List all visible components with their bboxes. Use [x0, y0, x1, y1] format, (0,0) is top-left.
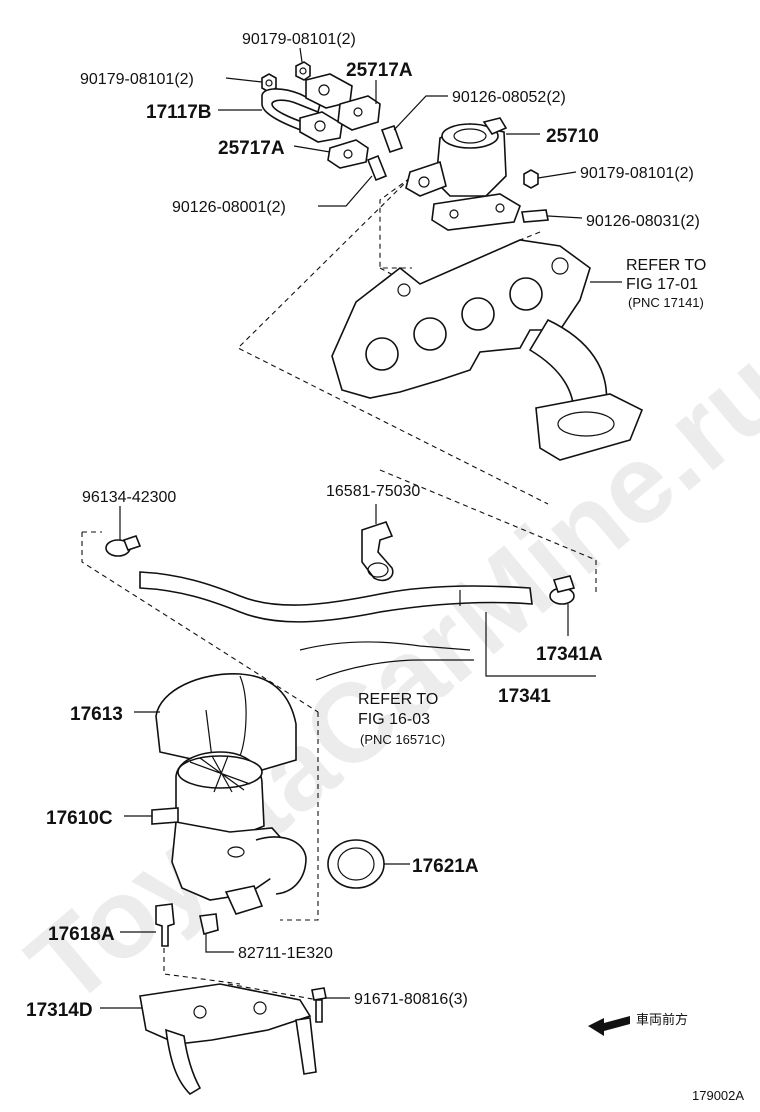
upper-assembly-drawing [237, 61, 644, 505]
upper-leaders [218, 47, 622, 283]
label-17117B: 17117B [146, 102, 212, 123]
figure-id: 179002A [692, 1088, 744, 1103]
nut-90179-left [261, 73, 277, 93]
label-90126-08001: 90126-08001(2) [172, 199, 286, 216]
label-17621A: 17621A [412, 856, 479, 877]
nut-90179-right [523, 169, 539, 189]
refer-fig-16-03-pnc: (PNC 16571C) [360, 732, 445, 747]
refer-fig-17-01-pnc: (PNC 17141) [628, 295, 704, 310]
gasket-25717A-top [337, 95, 381, 131]
gasket-25717A-mid [327, 139, 369, 169]
label-17341A: 17341A [536, 644, 603, 665]
front-direction-label: 車両前方 [636, 1012, 688, 1027]
refer-fig-16-03-line2: FIG 16-03 [358, 711, 430, 728]
clamp-17341A [549, 575, 576, 605]
stud-90126-08052 [380, 124, 404, 154]
nut-90179-top [295, 61, 311, 81]
label-91671-80816: 91671-80816(3) [354, 991, 468, 1008]
grommet-82711-1E320 [199, 913, 219, 936]
label-17341: 17341 [498, 686, 551, 707]
refer-fig-16-03-line1: REFER TO [358, 691, 438, 708]
label-90126-08031: 90126-08031(2) [586, 213, 700, 230]
clamp-16581-75030 [361, 521, 394, 582]
cover-17613 [155, 673, 297, 771]
label-25717A-mid: 25717A [218, 138, 285, 159]
filter-17621A [327, 839, 385, 889]
hose-leaders [119, 504, 596, 677]
hose-17341 [139, 571, 533, 623]
air-pump-17610C [151, 751, 307, 915]
bolt-91671-80816 [311, 987, 327, 1023]
pump-leaders [100, 711, 410, 1009]
label-82711-1E320: 82711-1E320 [238, 945, 333, 962]
exhaust-manifold [331, 239, 644, 461]
label-90179-08101-left: 90179-08101(2) [80, 71, 194, 88]
watermark: ToyotaCarMine.ru [5, 326, 760, 1028]
pump-section-drawing [139, 673, 385, 1096]
air-switching-valve-25710 [405, 117, 521, 231]
label-17613: 17613 [70, 704, 123, 725]
label-25710: 25710 [546, 126, 599, 147]
label-96134-42300: 96134-42300 [82, 489, 176, 506]
bracket-17314D [139, 948, 319, 1096]
label-17314D: 17314D [26, 1000, 93, 1021]
refer-fig-17-01-line1: REFER TO [626, 257, 706, 274]
stud-90126-08001 [366, 154, 388, 182]
label-17618A: 17618A [48, 924, 115, 945]
refer-fig-17-01-line2: FIG 17-01 [626, 276, 698, 293]
hose-section-drawing [81, 469, 597, 921]
label-90179-08101-right: 90179-08101(2) [580, 165, 694, 182]
label-17610C: 17610C [46, 808, 113, 829]
label-90179-08101-top: 90179-08101(2) [242, 31, 356, 48]
stud-90126-08031 [521, 209, 549, 223]
label-16581-75030: 16581-75030 [326, 483, 420, 500]
clamp-96134-42300 [105, 535, 142, 557]
label-25717A-top: 25717A [346, 60, 413, 81]
label-90126-08052: 90126-08052(2) [452, 89, 566, 106]
connector-17618A [155, 903, 175, 947]
front-direction-arrow-icon [588, 1016, 630, 1036]
